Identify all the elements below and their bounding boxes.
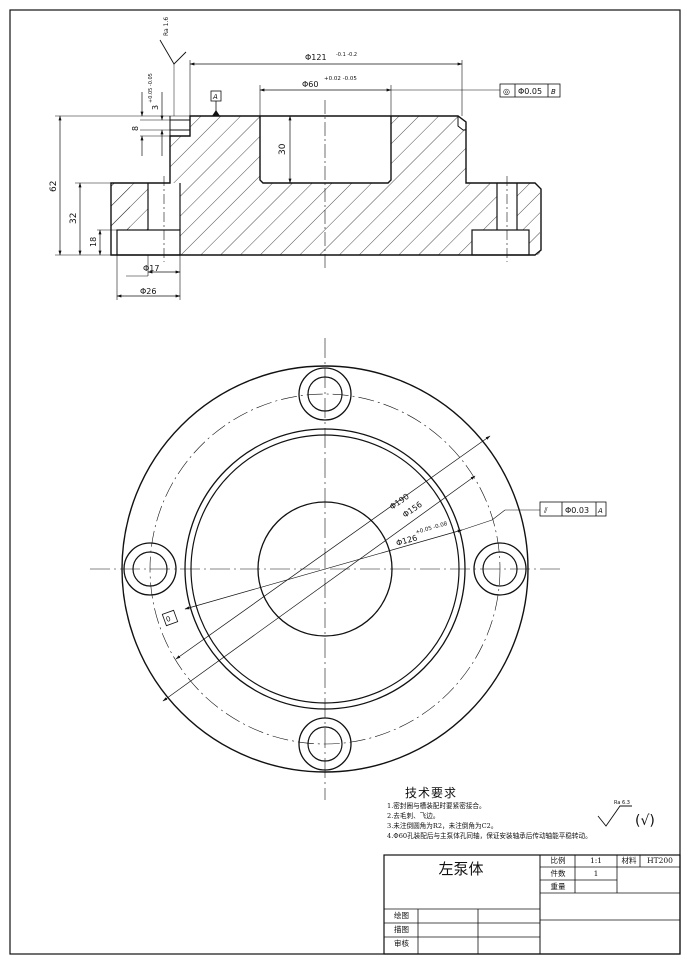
dim-d60: Φ60	[302, 80, 318, 89]
fcf1-value: Φ0.05	[518, 87, 542, 96]
dim-d26: Φ26	[140, 287, 156, 296]
qty-label: 件数	[550, 869, 566, 878]
qty-value: 1	[593, 869, 599, 878]
dim-d126-tol: +0.05 -0.08	[415, 521, 449, 536]
dim-h8: 8	[131, 126, 140, 131]
material-value: HT200	[647, 856, 673, 865]
fcf1-datum: B	[551, 88, 556, 96]
dim-d60-tol: +0.02 -0.05	[324, 76, 357, 82]
tech-req-item: 2.去毛刺、飞边。	[387, 812, 440, 820]
drawn-label: 绘图	[394, 911, 409, 920]
dim-d121: Φ121	[305, 53, 327, 62]
fcf2-datum: A	[597, 507, 603, 515]
dim-h18: 18	[89, 237, 98, 247]
dim-h30: 30	[278, 143, 288, 155]
dim-h3: 3	[151, 105, 160, 110]
surface-ra63: Ra 6.3	[614, 800, 630, 806]
section-view	[55, 39, 561, 300]
title-block	[383, 854, 681, 955]
checked-label: 审核	[394, 939, 409, 948]
fcf1-symbol: ◎	[503, 87, 510, 96]
dim-h62: 62	[49, 181, 59, 192]
dim-d121-tol: -0.1 -0.2	[336, 52, 357, 58]
surface-check: (√)	[635, 813, 655, 829]
scale-label: 比例	[550, 856, 566, 865]
tol-zero-label: 0	[165, 615, 172, 624]
fcf2-value: Φ0.03	[565, 506, 589, 515]
dim-h32: 32	[69, 213, 79, 224]
material-label: 材料	[621, 856, 637, 865]
tech-req-item: 4.Φ60孔装配后与主泵体孔同轴，保证安装轴承后传动轴能平稳转动。	[387, 832, 592, 840]
roughness-ra16: Ra 1.6	[163, 17, 170, 36]
tech-req-item: 3.未注倒圆角为R2，未注倒角为C2。	[387, 822, 498, 830]
tech-requirements: 技术要求 1.密封圈与槽装配时要紧密接合。 2.去毛刺、飞边。 3.未注倒圆角为…	[387, 784, 687, 841]
dim-d17: Φ17	[143, 264, 159, 273]
scale-value: 1:1	[589, 856, 603, 865]
tech-req-item: 1.密封圈与槽装配时要紧密接合。	[387, 802, 486, 810]
datum-a-label: A	[212, 93, 218, 101]
plan-view	[90, 338, 607, 800]
weight-label: 重量	[550, 882, 566, 891]
dim-h3-tol: +0.05 -0.05	[148, 73, 154, 103]
part-name: 左泵体	[438, 860, 484, 878]
traced-label: 描图	[394, 925, 409, 934]
tech-requirements-title: 技术要求	[405, 786, 458, 800]
drawing-frame	[9, 9, 681, 955]
fcf2-symbol: ⫽	[543, 506, 548, 515]
